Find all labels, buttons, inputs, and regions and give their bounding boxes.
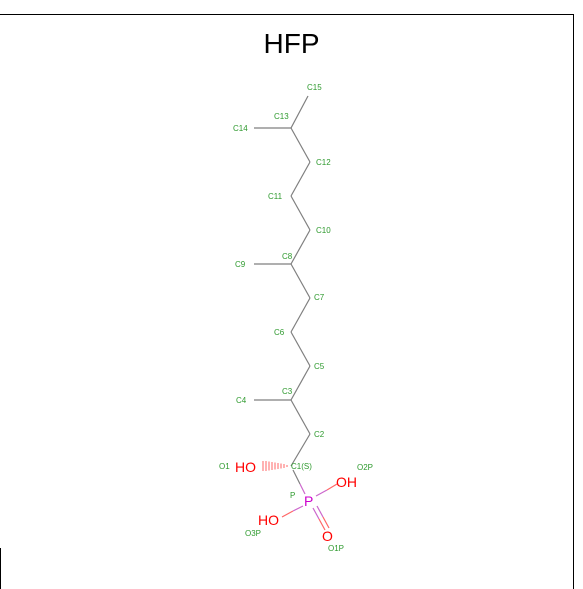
atom-label-c13: C13 [274, 112, 289, 121]
bond-c8-c7 [290, 263, 311, 299]
bond-c1-p [292, 469, 306, 495]
hydroxyl-group-right: OH [336, 474, 357, 490]
atom-label-c10: C10 [316, 226, 331, 235]
atom-label-c3: C3 [282, 387, 293, 396]
bond-c5-c3 [290, 365, 311, 401]
double-bond-oxygen: O [322, 528, 333, 544]
atom-label-c4: C4 [236, 396, 247, 405]
bond-lines [254, 95, 311, 467]
atom-label-c15: C15 [307, 83, 322, 92]
bond-c15-c13 [290, 95, 309, 129]
atom-label-o1p: O1P [328, 544, 344, 553]
atom-label-c5: C5 [314, 362, 325, 371]
hydroxyl-group-left: HO [235, 459, 256, 475]
bond-c10-c8 [290, 229, 311, 265]
molecule-title: HFP [263, 28, 320, 59]
atom-label-c8: C8 [282, 252, 293, 261]
atom-label-c9: C9 [235, 260, 246, 269]
phosphorus-atom: P [304, 493, 313, 509]
hashed-wedge-bond [262, 461, 288, 471]
atom-label-c14: C14 [233, 124, 248, 133]
atom-label-o2p: O2P [357, 463, 373, 472]
atom-label-o3p: O3P [245, 529, 261, 538]
atom-label-o1: O1 [219, 462, 230, 471]
bond-c3-c2 [290, 399, 311, 435]
atom-label-c6: C6 [274, 328, 285, 337]
bond-c6-c5 [290, 331, 311, 367]
atom-label-p: P [290, 491, 295, 500]
bond-c2-c1 [290, 433, 311, 467]
bond-c7-c6 [290, 297, 311, 333]
atom-label-c11: C11 [268, 192, 283, 201]
diagram-frame [0, 14, 574, 589]
hydroxyl-group-bottom: HO [258, 512, 279, 528]
atom-label-c7: C7 [314, 293, 325, 302]
bond-c11-c10 [290, 195, 311, 231]
frame-left-edge [0, 548, 1, 589]
atom-label-c1: C1(S) [291, 462, 312, 471]
phosphate-bonds [281, 483, 338, 531]
bond-c12-c11 [290, 161, 311, 197]
atom-label-c2: C2 [314, 430, 325, 439]
bond-c13-c12 [290, 127, 311, 163]
atom-label-c12: C12 [316, 158, 331, 167]
